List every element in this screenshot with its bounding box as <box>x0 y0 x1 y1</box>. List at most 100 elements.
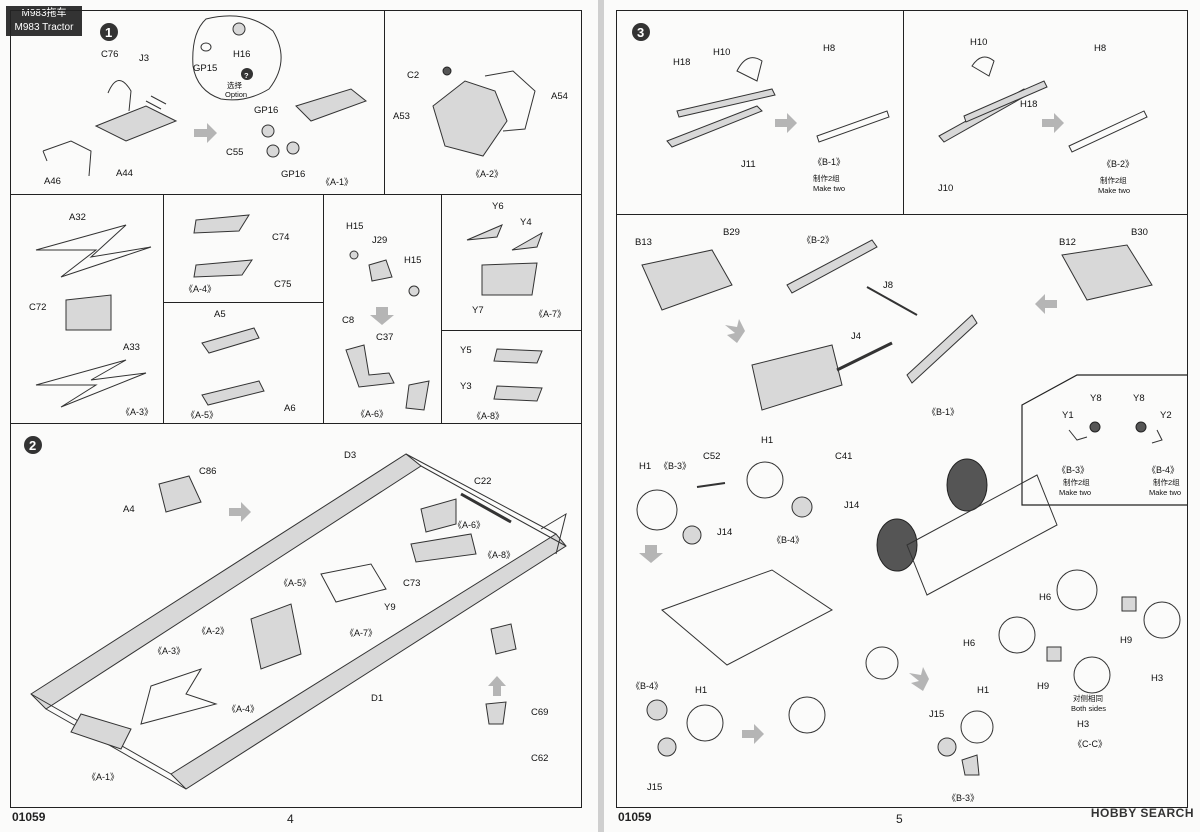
label-c73: C73 <box>403 578 420 589</box>
label-b12: B12 <box>1059 237 1076 248</box>
assembly-b4: 《B-4》 <box>1147 465 1179 475</box>
label-j3: J3 <box>139 53 149 64</box>
b1-assembled <box>816 110 890 143</box>
book-gutter <box>598 0 604 832</box>
a8-drawing: Y5 Y3 《A-8》 <box>460 345 543 421</box>
ref-b2: 《B-2》 <box>802 235 834 245</box>
ref-a3: 《A-3》 <box>153 646 185 656</box>
label-a6: A6 <box>284 403 296 414</box>
label-j15-b: J15 <box>929 709 944 720</box>
make-two-en: Make two <box>813 184 845 193</box>
wheel-right-arrow <box>742 724 764 744</box>
a53-housing <box>432 80 508 157</box>
model-title-cn: M983拖车 <box>21 8 67 19</box>
axle-flow-arrow <box>725 319 745 343</box>
label-gp16-top: GP16 <box>254 105 278 116</box>
bracket-a8 <box>410 533 477 563</box>
a33-cross-bottom <box>35 359 147 408</box>
label-d1: D1 <box>371 693 383 704</box>
label-y5: Y5 <box>460 345 472 356</box>
make-two-cn-b2: 制作2组 <box>1100 175 1127 185</box>
a3-panel: A32 C72 A33 《A-3》 <box>10 194 164 424</box>
step2-chassis-drawing: 2 C86 A4 D3 C22 C73 Y9 <box>24 436 567 790</box>
b3-make-cn: 制作2组 <box>1063 477 1090 487</box>
a2-drawing: C2 A53 A54 《A-2》 <box>393 66 568 179</box>
step-number-badge <box>24 436 42 454</box>
label-y4: Y4 <box>520 217 532 228</box>
b1-flow-arrow <box>775 113 797 133</box>
axle-wheel-drawing: B13 B29 《B-2》 J8 J4 B12 B30 《B-1》 Y8 Y1 … <box>631 227 1187 803</box>
label-a5: A5 <box>214 309 226 320</box>
ref-a4: 《A-4》 <box>227 704 259 714</box>
h3-rim-a <box>1143 601 1181 639</box>
b1-drawing: 3 H18 H10 H8 J11 《B-1》 制作2组 Make two <box>632 23 890 193</box>
assembly-a2: 《A-2》 <box>471 169 503 179</box>
j8-shaft <box>866 286 918 316</box>
catalog-code-left: 01059 <box>12 810 46 824</box>
label-c41: C41 <box>835 451 852 462</box>
label-c22: C22 <box>474 476 491 487</box>
h10-clamp <box>736 57 763 82</box>
ref-a7: 《A-7》 <box>345 628 377 638</box>
b2-spring-arm <box>786 239 878 294</box>
c22-rod <box>460 492 512 524</box>
instruction-page-4: M983拖车 M983 Tractor 1 ? C76 J3 A <box>0 0 598 832</box>
c86-bracket <box>158 475 202 513</box>
h1-wheel-c <box>686 704 724 742</box>
a7-panel: Y6 Y4 Y7 《A-7》 <box>441 194 582 331</box>
a4-panel: C74 C75 《A-4》 <box>163 194 324 303</box>
label-y9: Y9 <box>384 602 396 613</box>
b12-flow-arrow <box>1035 294 1057 314</box>
j3-horns <box>145 95 167 110</box>
label-h1-a: H1 <box>639 461 651 472</box>
crossmember-a3 <box>140 668 218 725</box>
make-two-en-b2: Make two <box>1098 186 1130 195</box>
label-h6-a: H6 <box>1039 592 1051 603</box>
c55-light <box>286 141 300 155</box>
option-question-mark: ? <box>244 71 249 80</box>
a5-plate <box>201 327 260 354</box>
j29-hub <box>368 259 393 282</box>
a5-drawing: A5 A6 《A-5》 <box>186 309 296 420</box>
label-c2: C2 <box>407 70 419 81</box>
label-h18: H18 <box>673 57 690 68</box>
option-label-cn: 选择 <box>227 80 242 90</box>
a6-plate <box>201 380 265 406</box>
h16-cap <box>232 22 246 36</box>
gp15-lens <box>200 42 212 52</box>
c62-part <box>490 623 517 655</box>
wheel-diag-arrow <box>909 667 929 691</box>
step1-panel: 1 ? C76 J3 A44 A46 GP15 H16 选择 Opt <box>10 10 385 195</box>
label-c62: C62 <box>531 753 548 764</box>
ref-a1: 《A-1》 <box>87 772 119 782</box>
assembly-b3: 《B-3》 <box>1057 465 1089 475</box>
label-b13: B13 <box>635 237 652 248</box>
b2-flow-arrow <box>1042 113 1064 133</box>
j15-hub-a <box>657 737 677 757</box>
b2-assembled <box>1068 110 1148 153</box>
step2-panel: 2 C86 A4 D3 C22 C73 Y9 <box>10 423 582 808</box>
assembly-a5: 《A-5》 <box>186 410 218 420</box>
label-y2: Y2 <box>1160 410 1172 421</box>
label-h8: H8 <box>823 43 835 54</box>
label-h6-b: H6 <box>963 638 975 649</box>
a4-drawing: C74 C75 《A-4》 <box>184 214 291 294</box>
h9-spacer-b <box>1046 646 1062 662</box>
ref-b4-b: 《B-4》 <box>631 681 663 691</box>
label-h1-b: H1 <box>761 435 773 446</box>
label-a54: A54 <box>551 91 568 102</box>
label-h3-b: H3 <box>1077 719 1089 730</box>
b2-upper-arm <box>963 80 1048 123</box>
y6-wing <box>466 224 503 241</box>
label-a46: A46 <box>44 176 61 187</box>
front-tire-left <box>876 518 918 572</box>
a54-cover <box>484 70 536 132</box>
y2-bracket <box>1151 429 1163 444</box>
c52-rod <box>696 482 726 488</box>
assembly-a3: 《A-3》 <box>121 407 153 417</box>
a46-bracket <box>42 140 92 177</box>
assembly-a1: 《A-1》 <box>321 177 353 187</box>
watermark-text: HOBBY SEARCH <box>1090 806 1194 820</box>
y3-plate <box>493 385 543 402</box>
label-c86: C86 <box>199 466 216 477</box>
